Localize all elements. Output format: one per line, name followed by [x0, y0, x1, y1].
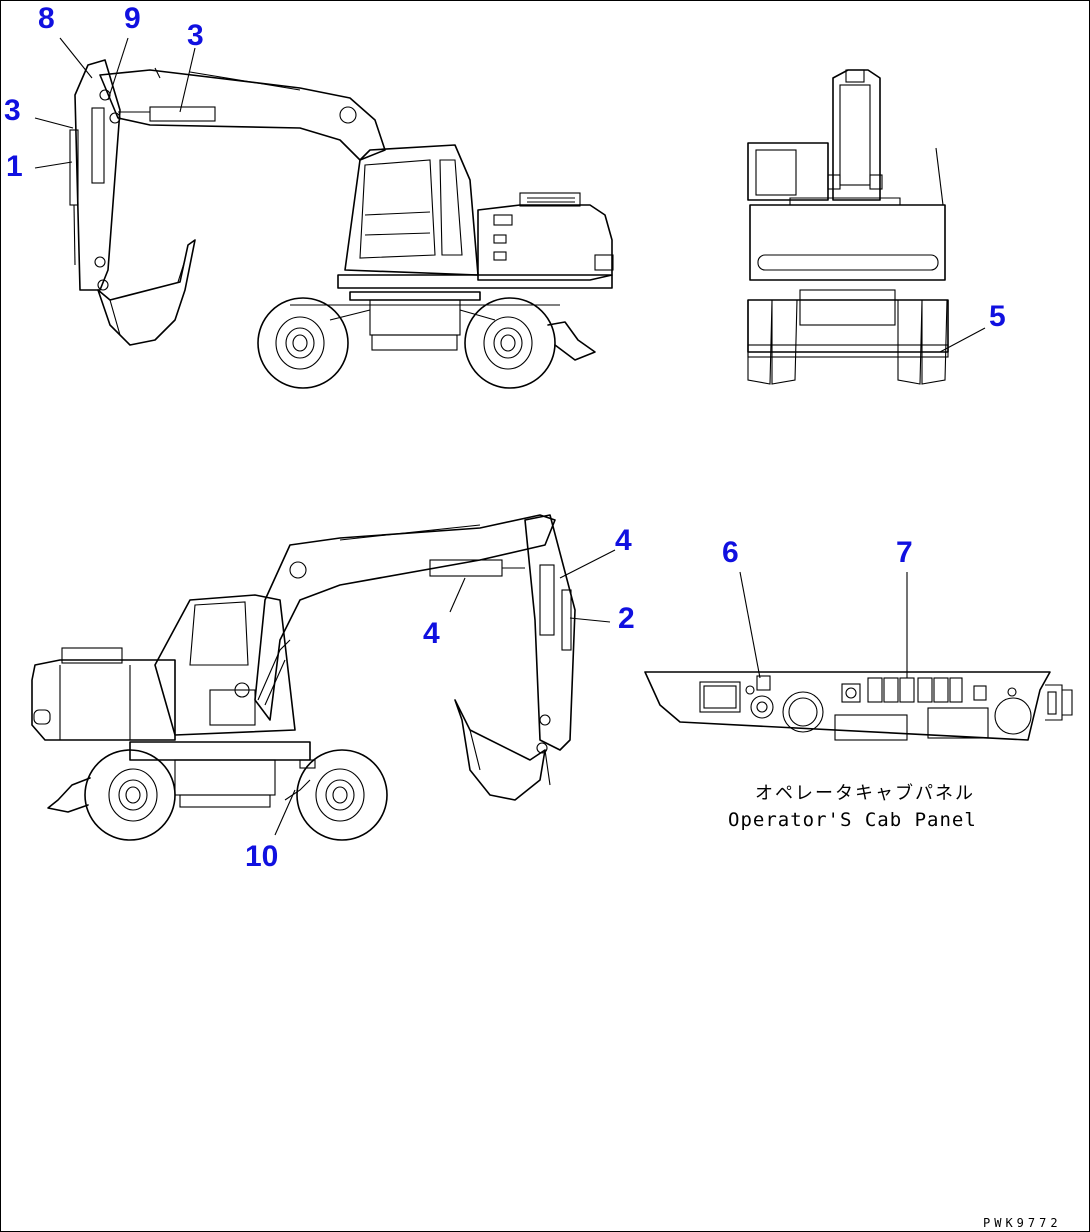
operator-cab-panel [644, 671, 1073, 741]
caption-japanese: オペレータキャブパネル [755, 782, 975, 804]
callout-5: 5 [989, 300, 1006, 333]
front-wheel [257, 297, 349, 389]
callout-9: 9 [124, 2, 141, 35]
callout-3-left: 3 [4, 94, 21, 127]
callout-2: 2 [618, 602, 635, 635]
caption-english: Operator'S Cab Panel [728, 809, 977, 831]
left-wheel [84, 749, 176, 841]
callout-10: 10 [245, 840, 278, 873]
excavator-side-view-left [69, 59, 614, 389]
leader-lines [34, 37, 986, 836]
callout-4-left: 4 [423, 617, 440, 650]
callout-6: 6 [722, 536, 739, 569]
callout-numbers: 8 9 3 3 1 5 4 4 2 6 7 10 [4, 2, 1006, 873]
callout-3-top: 3 [187, 19, 204, 52]
right-wheel [296, 749, 388, 841]
callout-7: 7 [896, 536, 913, 569]
callout-1: 1 [6, 150, 23, 183]
rear-wheel [464, 297, 556, 389]
callout-4-right: 4 [615, 524, 632, 557]
drawing-id: PWK9772 [983, 1216, 1062, 1230]
excavator-rear-view [747, 69, 949, 385]
callout-8: 8 [38, 2, 55, 35]
excavator-side-view-right [31, 514, 576, 841]
